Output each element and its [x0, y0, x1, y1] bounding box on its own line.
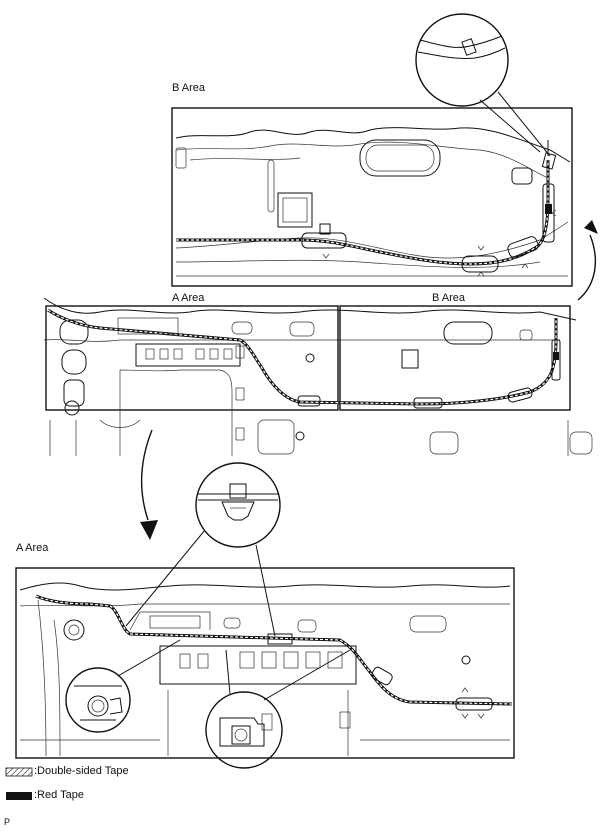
- red-tape-swatch: [6, 792, 32, 800]
- double-sided-tape-swatch: [5, 767, 33, 777]
- a-area-bottom-label: A Area: [16, 542, 49, 554]
- clip-detail-callout: [125, 462, 281, 637]
- b-area-curved-arrow: [577, 220, 598, 301]
- legend-double-sided-label: :Double-sided Tape: [34, 765, 129, 777]
- left-clip-detail-callout: [65, 639, 181, 733]
- legend: [5, 767, 33, 800]
- b-area-top-label: B Area: [172, 82, 206, 94]
- a-area-curved-arrow: [140, 429, 158, 540]
- a-area-detail-box: [15, 567, 515, 759]
- overview-dashboard: [43, 297, 593, 456]
- b-area-box: [339, 305, 571, 411]
- legend-red-tape-label: :Red Tape: [34, 789, 84, 801]
- b-area-mid-label: B Area: [432, 292, 466, 304]
- right-clip-detail-callout: [205, 649, 351, 769]
- b-area-detail-box: [171, 107, 573, 287]
- corner-mark: P: [4, 817, 11, 827]
- a-area-mid-label: A Area: [172, 292, 205, 304]
- top-detail-callout: [415, 13, 551, 157]
- a-area-box: [45, 305, 339, 411]
